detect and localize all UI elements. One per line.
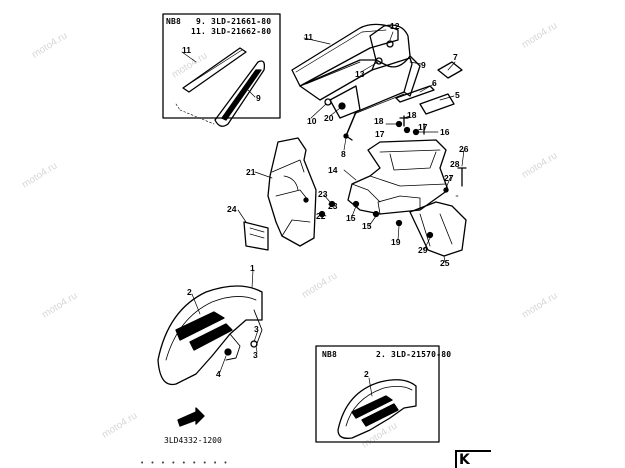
callout-19: 19 [391,237,401,247]
callout-3-upper: 3 [254,324,259,334]
callout-18: 18 [374,116,384,126]
callout-4: 4 [216,369,221,379]
callout-7: 7 [453,52,458,62]
callout-25: 25 [440,258,450,268]
front-fender-nb8 [337,379,417,439]
callout-9: 9 [421,60,426,70]
note-bottom-line-1: 2. 3LD-21570-80 [376,350,452,359]
callout-17: 17 [375,129,385,139]
bolt-28 [457,167,467,187]
callout-23b: 23 [328,201,338,211]
callout-12: 12 [390,21,400,31]
bolt-12 [386,40,394,48]
callout-11: 11 [304,32,313,42]
callout-2-nb8: 2 [364,369,369,379]
callout-17-right: 17 [418,122,428,132]
callout-3: 3 [253,350,258,360]
page-corner-mark [455,450,491,468]
callout-11-detail: 11 [182,45,191,55]
corner-glyph: K [459,452,470,468]
callout-29: 29 [418,245,428,255]
side-cover-detail [175,47,266,127]
leader-lines [181,31,465,397]
callout-10: 10 [307,116,317,126]
callout-14: 14 [328,165,338,175]
callout-13: 13 [355,69,365,79]
washer-10 [324,98,332,106]
callout-21: 21 [246,167,256,177]
callout-23: 23 [318,189,328,199]
bracket-6 [395,85,435,103]
screw-8 [343,133,349,139]
callout-28: 28 [450,159,460,169]
rear-flap-25 [409,201,467,257]
nut-19 [395,219,403,227]
collar-27 [443,187,449,193]
callout-5: 5 [455,90,460,100]
callout-16: 16 [440,127,450,137]
note-bottom-model: NB8 [322,350,338,359]
callout-6: 6 [432,78,437,88]
front-fender-1 [157,285,263,386]
screw-4 [224,348,232,356]
forward-arrow-icon [177,407,205,427]
callout-22: 22 [316,211,326,221]
callout-18-right: 18 [407,110,417,120]
rear-fender-14 [347,139,449,215]
callout-15: 15 [346,213,356,223]
drawing-code: 3LD4332-1200 [164,436,222,445]
note-top-line-2: 11. 3LD-21662-80 [191,27,272,36]
callout-20: 20 [324,113,334,123]
nut-20 [338,102,346,110]
collar-23 [328,200,336,208]
note-top-line-1: 9. 3LD-21661-80 [196,17,272,26]
grommet-13 [375,57,383,65]
plate-5 [419,93,455,115]
callout-8: 8 [341,149,346,159]
callout-1: 1 [250,263,255,273]
callout-2: 2 [187,287,192,297]
footer-text: • • • • • • • • • [140,459,229,467]
callout-15b: 15 [362,221,372,231]
bracket-7 [437,61,463,79]
side-cover-21 [267,137,317,247]
callout-26: 26 [459,144,469,154]
reflector-plate-24 [243,221,269,251]
callout-24: 24 [227,204,237,214]
callout-27: 27 [444,173,454,183]
note-top-model: NB8 [166,17,182,26]
callout-9-detail: 9 [256,93,261,103]
note-box-bottom [315,345,440,443]
